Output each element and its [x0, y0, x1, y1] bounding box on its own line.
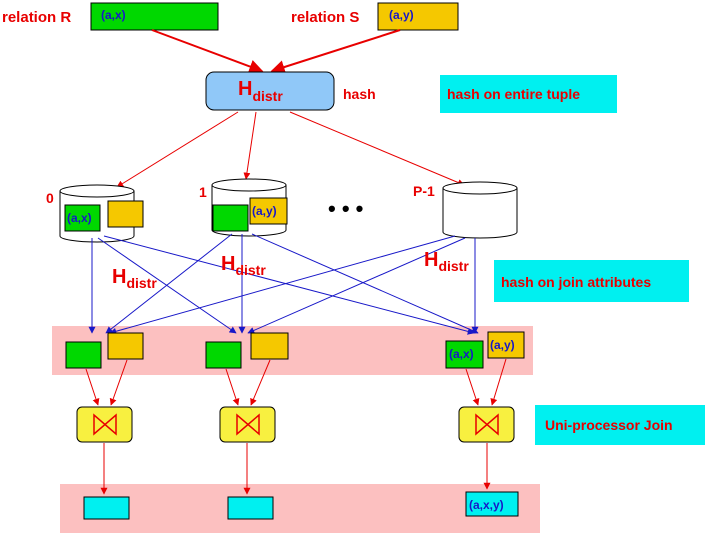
hash-side-label: hash [343, 86, 376, 102]
partition-p-green [445, 340, 484, 369]
disk-0-left-box [64, 204, 101, 232]
hdistr-label-2: Hdistr [221, 253, 266, 278]
hdistr-label-1: Hdistr [112, 266, 157, 291]
ellipsis-dots: • • • [328, 196, 363, 221]
partition-p-right-tuple: (a,y) [490, 338, 515, 352]
disk-0-left-tuple: (a,x) [67, 211, 92, 225]
disk-p-minus-1-label: P-1 [413, 183, 435, 199]
join-box-1 [219, 406, 276, 443]
result-box-1 [227, 496, 274, 520]
result-box-0 [83, 496, 130, 520]
partition-p-yellow [487, 331, 525, 359]
arrow-r-to-hash [151, 29, 264, 74]
partition-1-green [205, 341, 242, 369]
relation-s-box [377, 2, 459, 31]
partition-0-yellow [107, 332, 144, 360]
arrow-hash-to-disk1 [243, 111, 257, 180]
hash-distr-label: Hdistr [238, 78, 283, 104]
result-p-tuple: (a,x,y) [469, 498, 504, 512]
join-to-result-arrows [100, 443, 491, 495]
arrow-hash-to-disk0 [116, 111, 239, 188]
disk-1-left-box [212, 204, 249, 232]
disk-1-label: 1 [199, 184, 207, 200]
result-band [60, 484, 540, 533]
disk-p-minus-1 [442, 181, 518, 239]
hdistr-label-3: Hdistr [424, 249, 469, 274]
partition-0-green [65, 341, 102, 369]
result-box-p [465, 491, 519, 517]
partition-to-join-arrows [85, 358, 507, 406]
partition-1-yellow [250, 332, 289, 360]
hash-distr-box [205, 71, 335, 111]
callout-join-attrs-box [494, 260, 689, 302]
callout-join-attrs: hash on join attributes [501, 274, 651, 290]
join-box-p [458, 406, 515, 443]
join-box-0 [76, 406, 133, 443]
callout-entire-tuple-box [440, 75, 617, 113]
arrow-hash-to-diskp [289, 111, 465, 186]
disk-0-right-box [107, 200, 144, 228]
callout-uniproc-join-box [535, 405, 705, 445]
arrow-s-to-hash [270, 29, 401, 74]
partition-p-left-tuple: (a,x) [449, 347, 474, 361]
disk-1-right-box [249, 197, 288, 225]
relation-r-label: relation R [2, 9, 71, 26]
callout-uniproc-join: Uni-processor Join [545, 417, 673, 433]
redistribution-arrows [88, 233, 479, 335]
relation-s-label: relation S [291, 9, 359, 26]
relation-r-tuple: (a,x) [101, 8, 126, 22]
relation-s-tuple: (a,y) [389, 8, 414, 22]
callout-entire-tuple: hash on entire tuple [447, 86, 580, 102]
disk-1-right-tuple: (a,y) [252, 204, 277, 218]
disk-0-label: 0 [46, 190, 54, 206]
